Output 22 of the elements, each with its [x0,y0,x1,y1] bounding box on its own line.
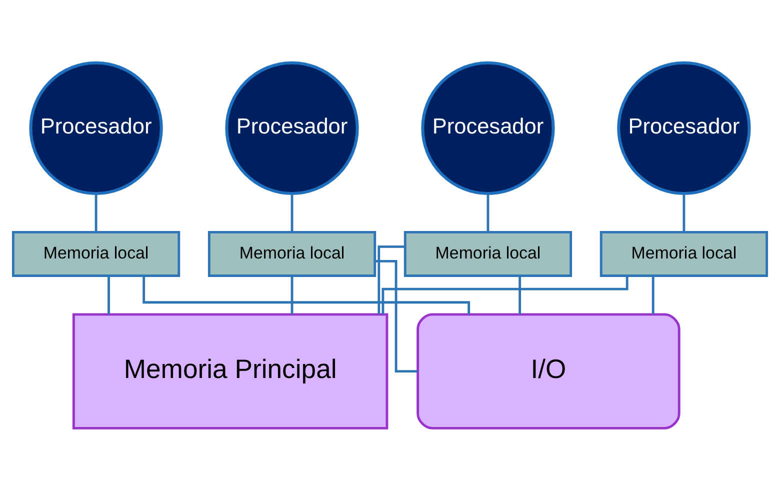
node-box: Memoria Principal [72,312,388,429]
connector [378,245,405,314]
node-box: Memoria local [208,230,376,276]
node-circle: Procesador [617,60,751,194]
connector [375,260,418,372]
node-box: Memoria local [12,230,180,276]
node-box: Memoria local [600,230,768,276]
node-box: I/O [416,312,680,429]
connector [290,276,294,314]
connector [682,193,686,232]
node-circle: Procesador [29,60,163,194]
node-circle: Procesador [421,60,555,194]
connector [652,276,654,314]
connector [486,193,490,232]
connector [382,275,628,314]
node-circle: Procesador [225,60,359,194]
connector [142,275,470,314]
connector [94,193,98,232]
node-box: Memoria local [404,230,572,276]
connector [108,276,110,314]
connector [518,276,522,314]
connector [290,193,294,232]
